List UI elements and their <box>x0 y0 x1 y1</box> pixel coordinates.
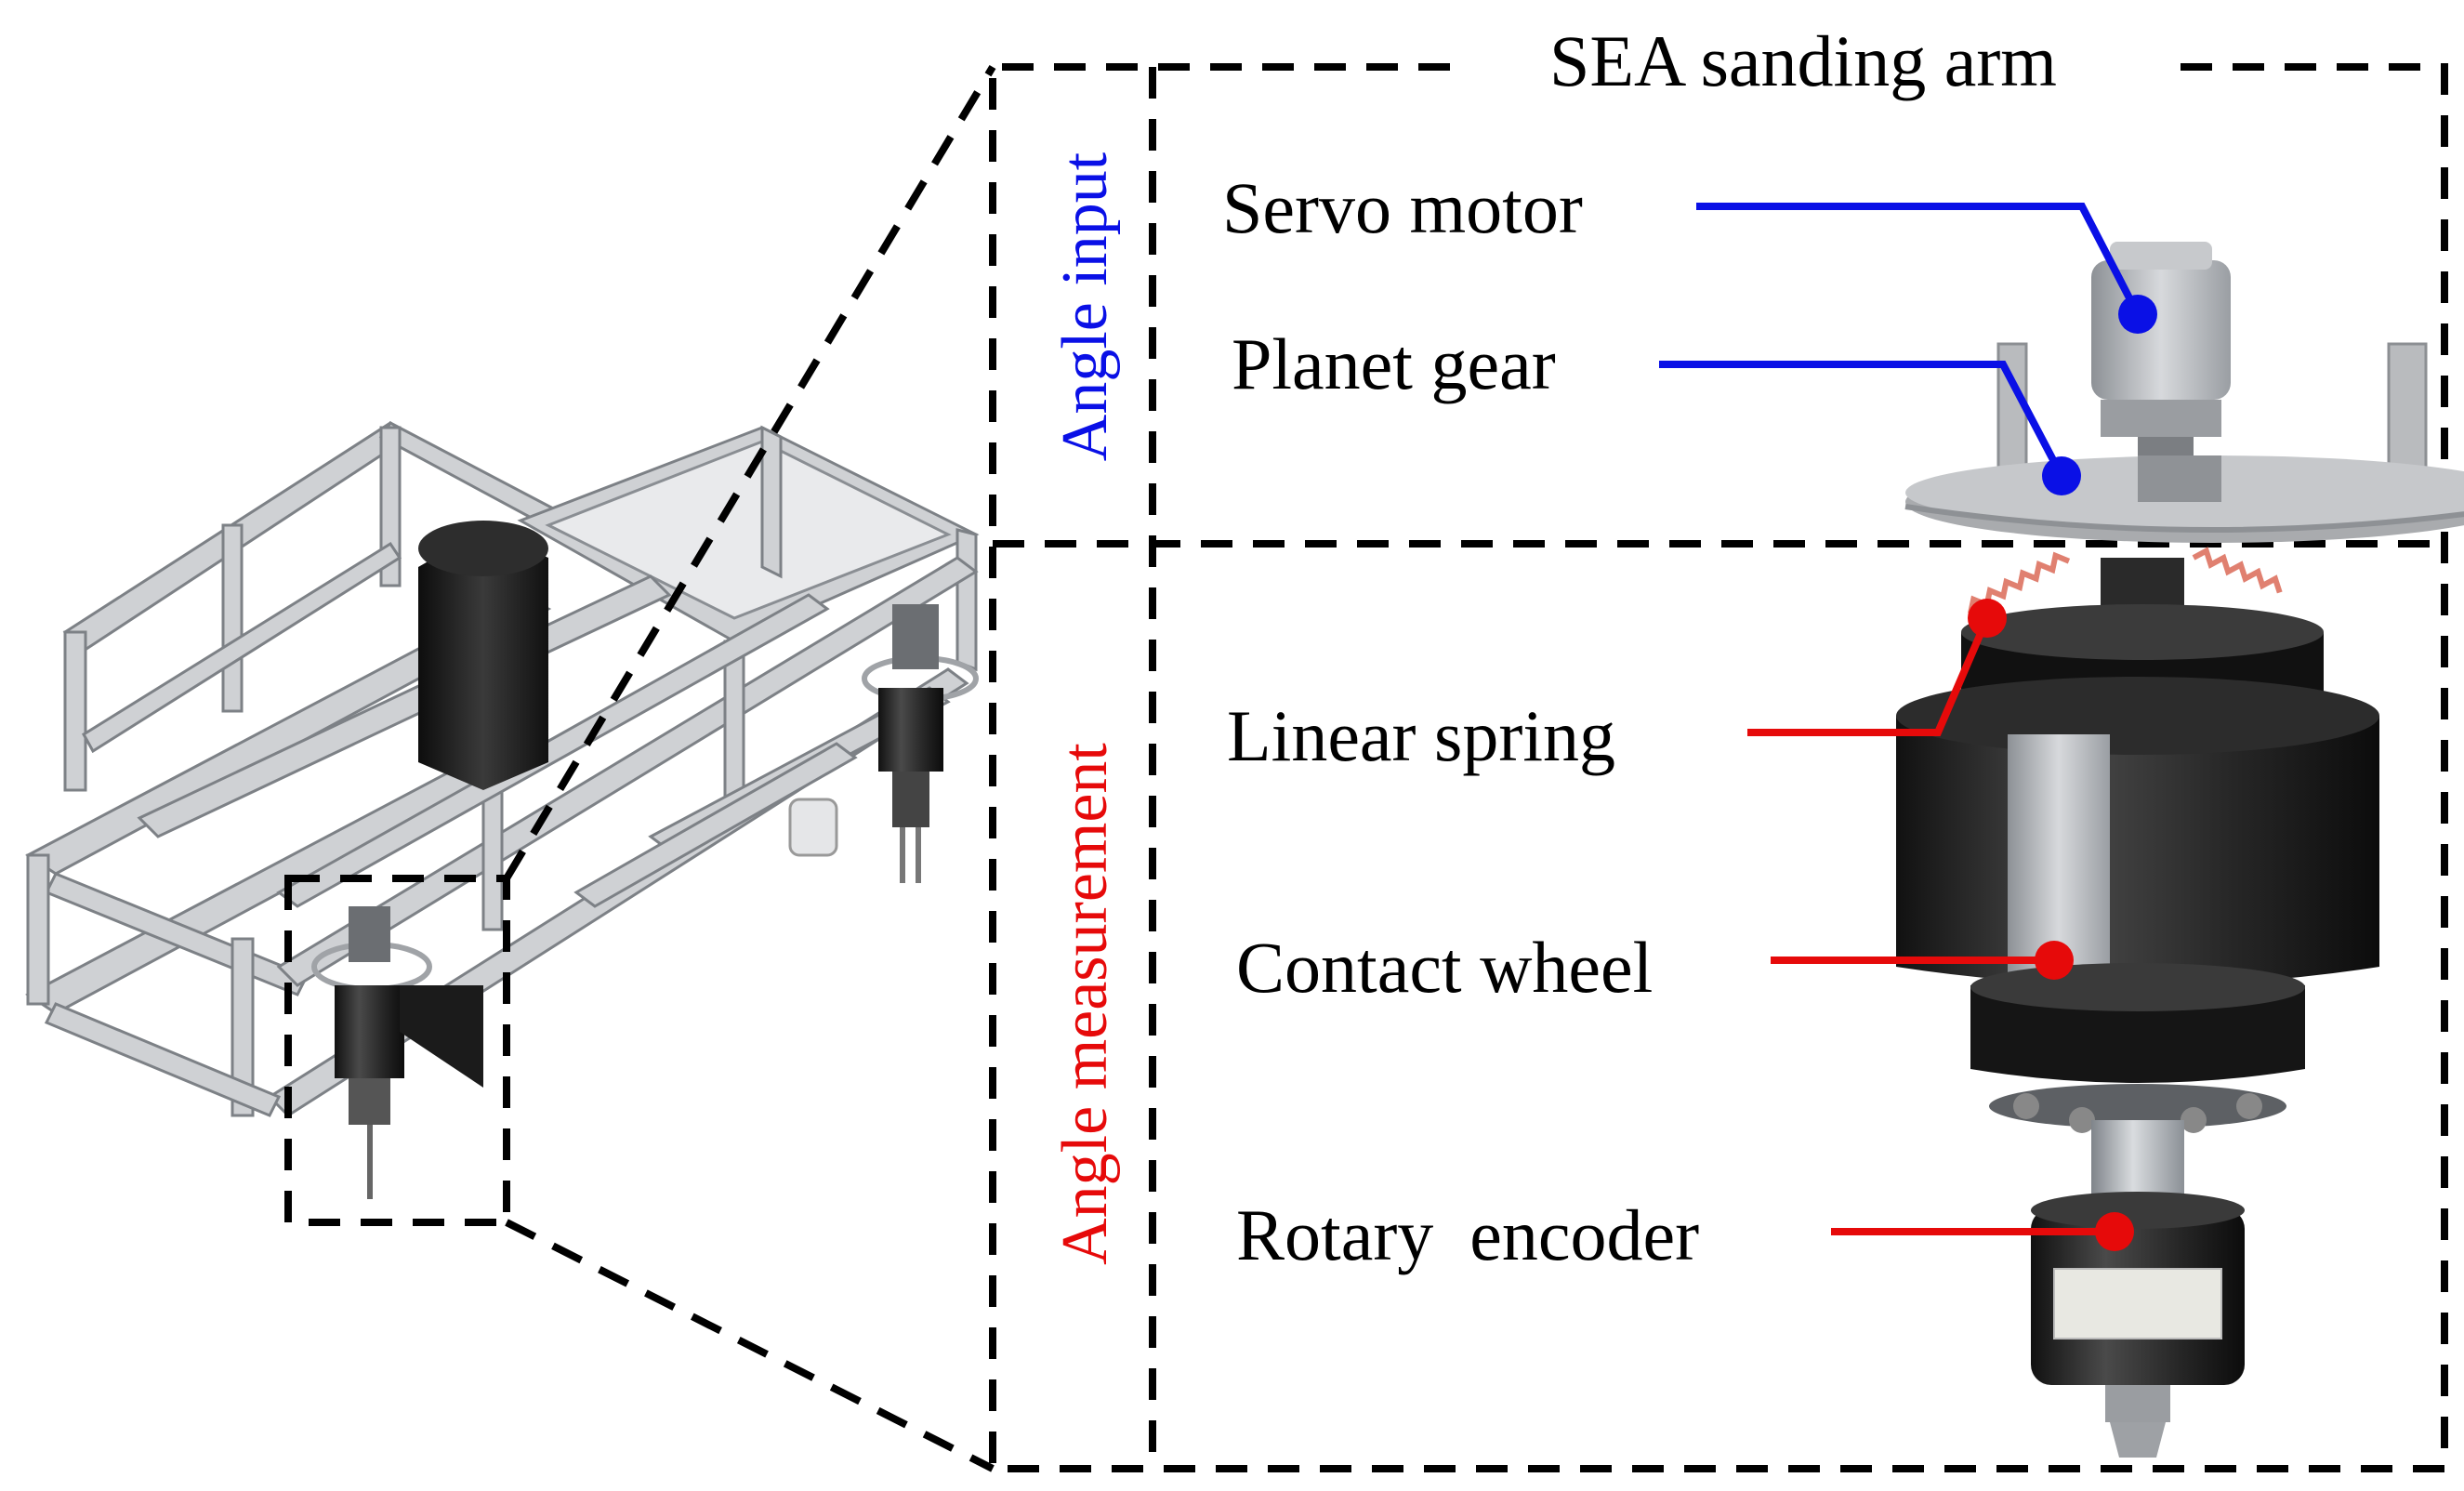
callout-servo-motor: Servo motor <box>1222 167 2157 334</box>
aluminium-frame <box>25 421 980 1117</box>
servo-motor-label: Servo motor <box>1222 167 1583 248</box>
zoom-line-top <box>503 64 996 881</box>
zoom-line-bottom <box>505 1219 995 1472</box>
gear-plate <box>1904 455 2464 543</box>
detail-region-box <box>284 875 510 1226</box>
linear-spring-label: Linear spring <box>1227 695 1615 776</box>
planet-gear-label: Planet gear <box>1232 323 1556 404</box>
rotary-encoder-body <box>2031 1192 2245 1458</box>
planet-gear-marker <box>2042 456 2081 495</box>
linear-spring-marker <box>1968 599 2007 638</box>
contact-wheel-marker <box>2035 941 2074 980</box>
figure-title: SEA sanding arm <box>1549 20 2057 101</box>
callout-rotary-encoder: Rotary encoder <box>1236 1194 2134 1275</box>
sanding-arm-left <box>311 906 483 1199</box>
callout-planet-gear: Planet gear <box>1232 323 2081 495</box>
section-label-angle-measurement: Angle measurement <box>1049 743 1121 1265</box>
contact-wheel-body <box>1896 677 2379 995</box>
servo-motor-body <box>2091 242 2231 474</box>
rotary-encoder-label: Rotary encoder <box>1236 1194 1699 1275</box>
servo-motor-marker <box>2118 295 2157 334</box>
spring-coil-right <box>2192 547 2283 594</box>
detail-frame <box>989 63 2448 1472</box>
callout-linear-spring: Linear spring <box>1227 599 2007 776</box>
sanding-arm-right <box>788 604 979 883</box>
machine-overview <box>25 64 996 1472</box>
drive-motor <box>418 521 548 790</box>
sea-assembly-render <box>1896 242 2464 1458</box>
contact-wheel-label: Contact wheel <box>1236 927 1653 1008</box>
detail-panel: SEA sanding arm Angle input Angle measur… <box>989 20 2464 1472</box>
rotary-encoder-marker <box>2095 1212 2134 1251</box>
section-label-angle-input: Angle input <box>1049 152 1121 461</box>
callout-contact-wheel: Contact wheel <box>1236 927 2074 1008</box>
